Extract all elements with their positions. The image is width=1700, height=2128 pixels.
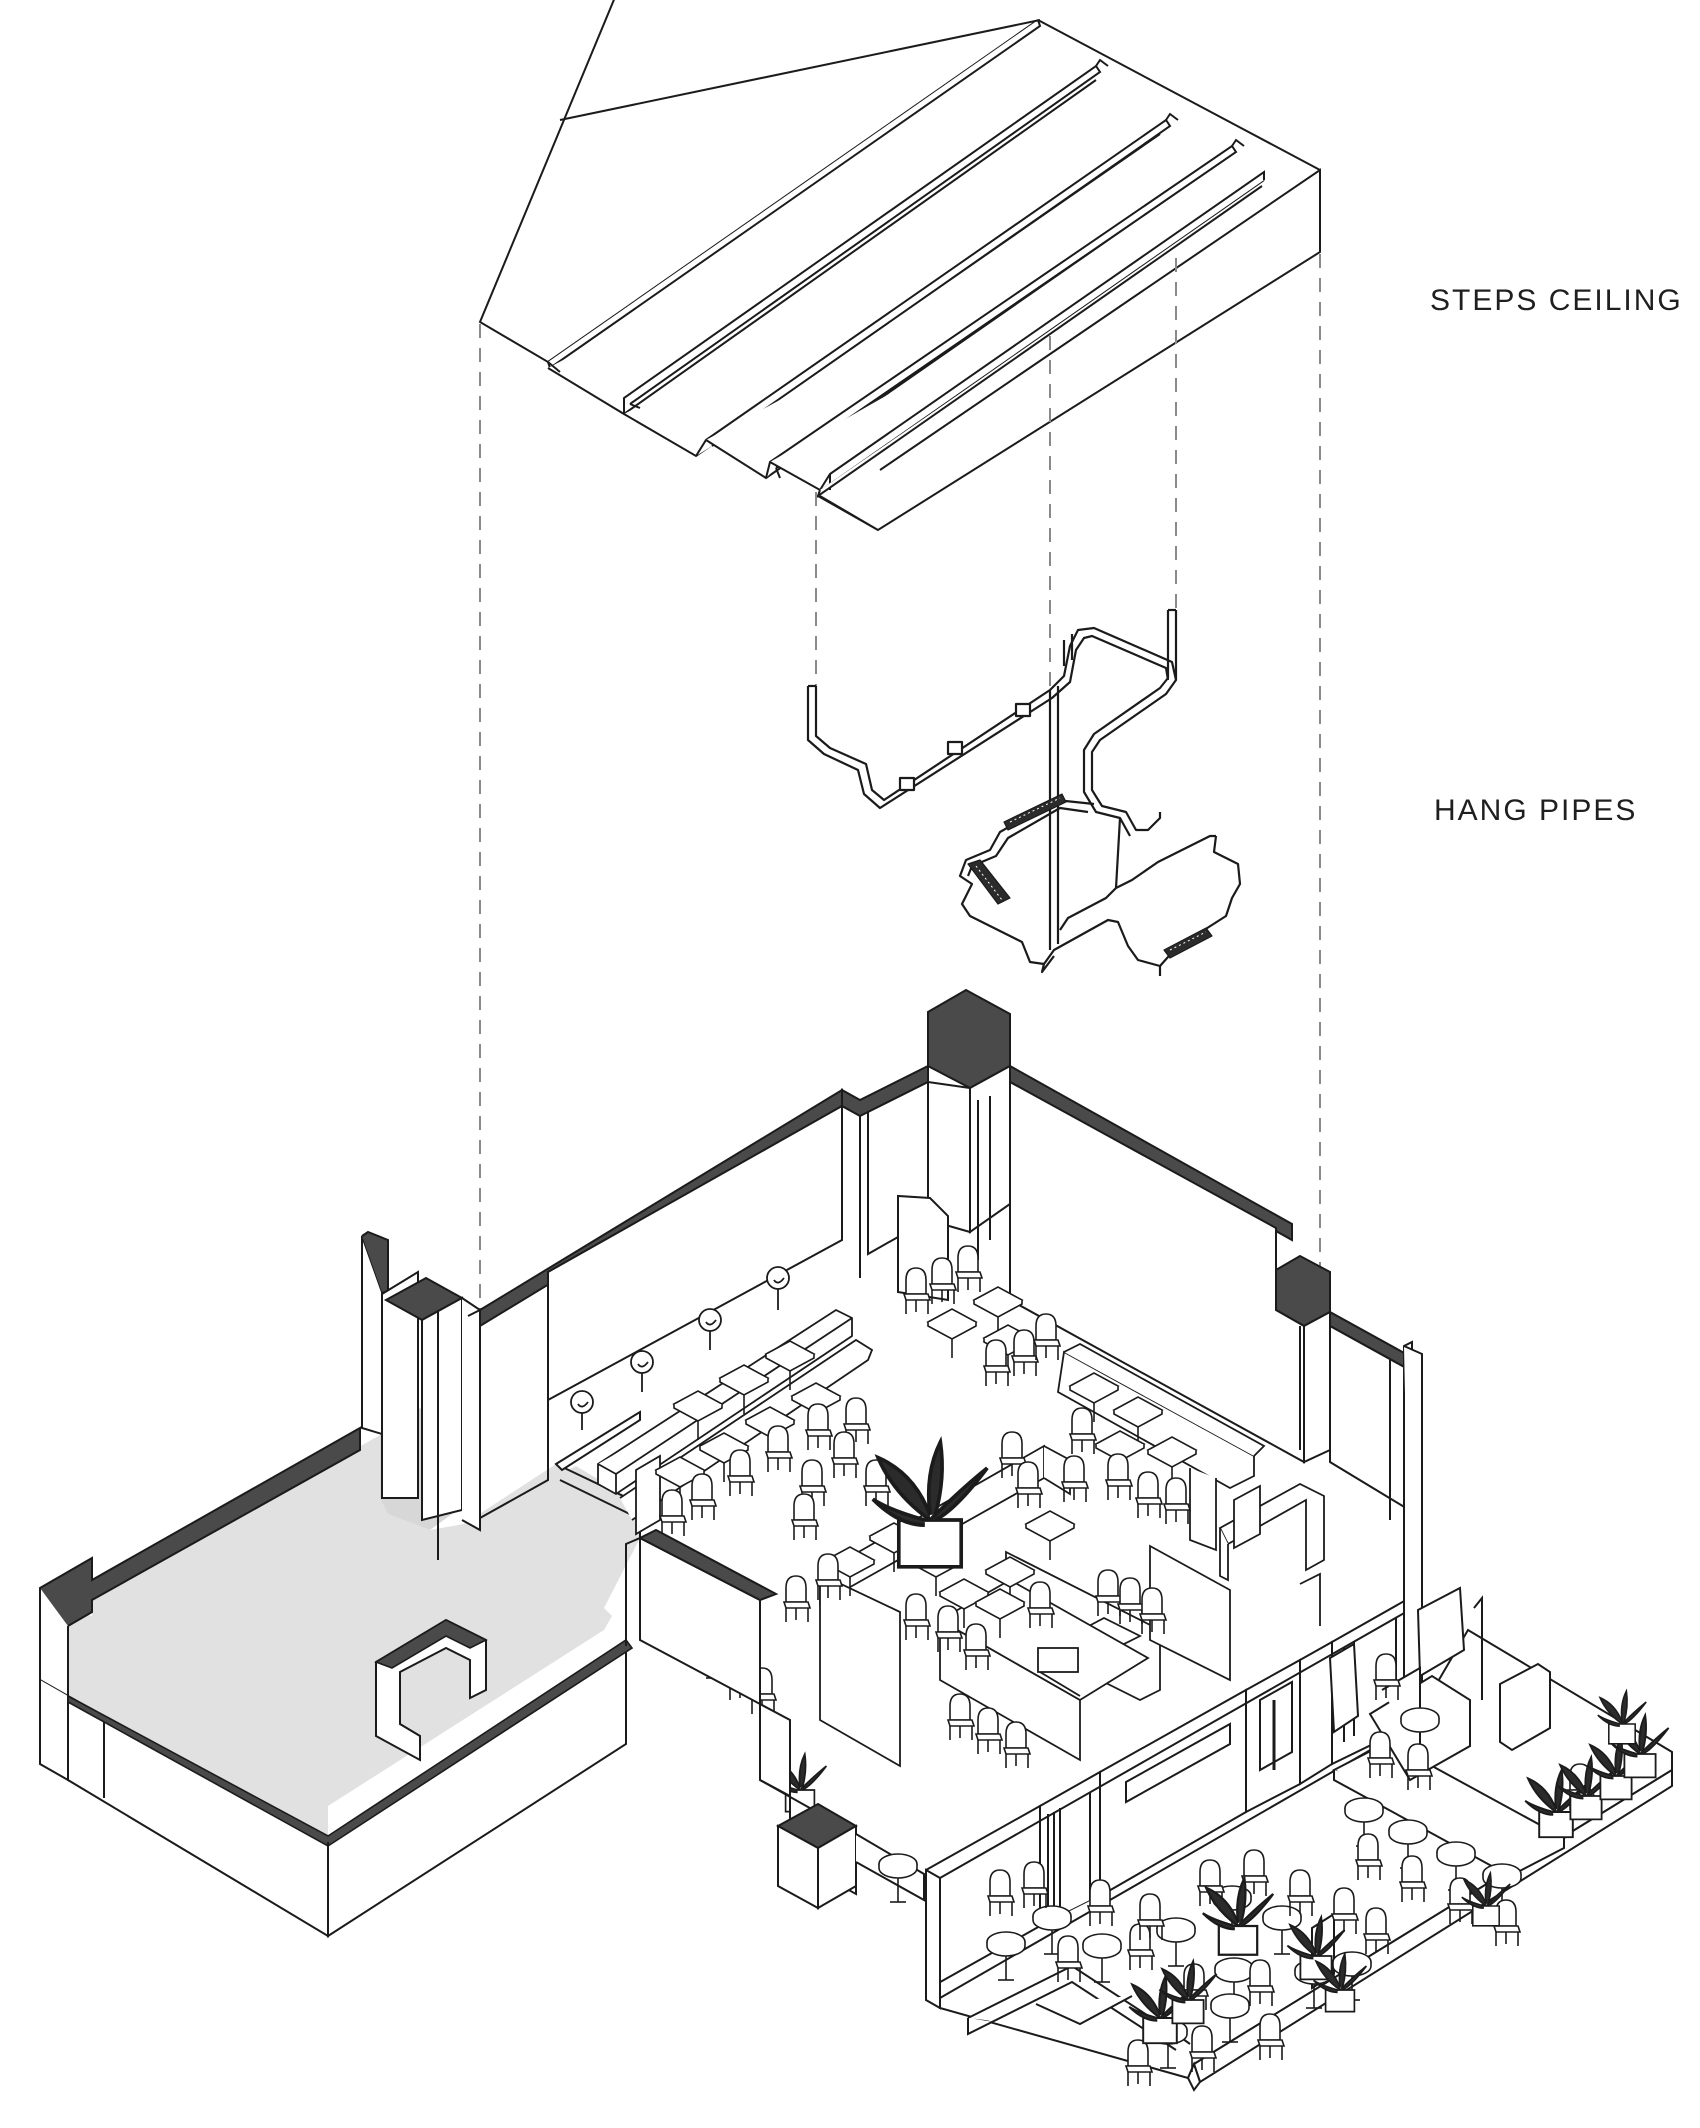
wall-lamps [570,1266,790,1430]
steps-ceiling [478,0,1321,532]
back-walls [479,988,1415,1528]
hang-pipes-label: HANG PIPES [1434,794,1638,827]
hang-pipes [806,608,1242,976]
storage-room [39,1370,643,1938]
alignment-guides [479,254,1321,1310]
floor-plan [39,988,1673,2092]
steps-ceiling-label: STEPS CEILING [1430,284,1683,317]
